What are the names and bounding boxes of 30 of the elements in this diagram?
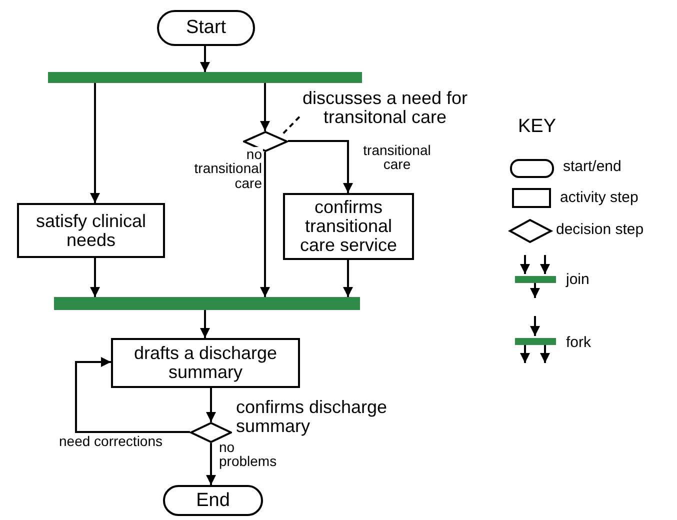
arrow bbox=[343, 260, 353, 297]
legend-label: activity step bbox=[560, 189, 638, 206]
elbow-arrow bbox=[288, 140, 353, 193]
decision-label: discusses a need for transitonal care bbox=[278, 88, 492, 128]
arrow bbox=[90, 83, 100, 203]
decision-diamond bbox=[243, 131, 288, 152]
activity-box: drafts a discharge summary bbox=[111, 338, 300, 388]
edge-label: need corrections bbox=[58, 434, 164, 448]
legend-label: start/end bbox=[563, 158, 622, 175]
legend-label: decision step bbox=[556, 221, 644, 238]
legend-title: KEY bbox=[518, 116, 556, 138]
arrow bbox=[200, 310, 210, 338]
leader-line bbox=[280, 116, 300, 137]
arrow bbox=[90, 258, 100, 297]
arrow bbox=[206, 443, 216, 485]
arrow bbox=[200, 46, 210, 72]
activity-box: satisfy clinical needs bbox=[17, 203, 165, 258]
legend-label: join bbox=[566, 271, 590, 288]
legend-label: fork bbox=[566, 334, 592, 351]
terminal-box: End bbox=[163, 485, 263, 516]
terminal-box: Start bbox=[157, 10, 255, 46]
sync-bar bbox=[48, 72, 362, 83]
sync-bar bbox=[54, 297, 360, 310]
decision-diamond bbox=[190, 422, 232, 443]
decision-label: confirms discharge summary bbox=[236, 398, 388, 436]
arrow bbox=[260, 152, 270, 297]
arrow bbox=[206, 388, 216, 422]
elbow-arrow bbox=[75, 357, 190, 433]
arrow bbox=[260, 83, 270, 131]
activity-box: confirms transitional care service bbox=[283, 193, 414, 260]
